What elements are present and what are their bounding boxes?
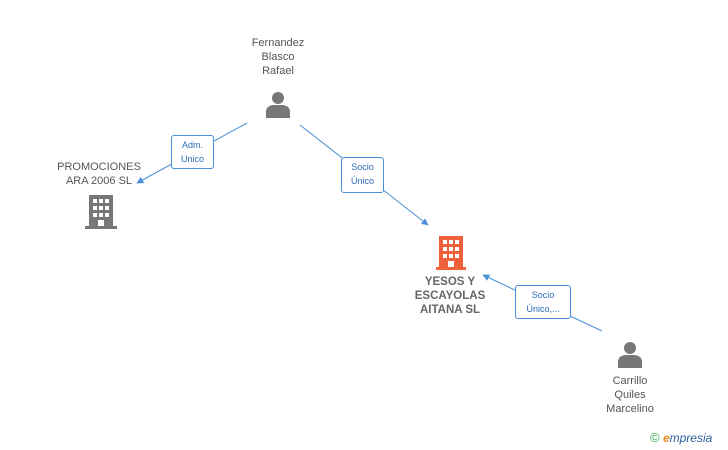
building-icon[interactable]	[85, 195, 117, 229]
person-icon[interactable]	[264, 90, 292, 118]
node-promociones-label: PROMOCIONES ARA 2006 SL	[57, 161, 141, 187]
node-yesos-label: YESOS Y ESCAYOLAS AITANA SL	[414, 276, 486, 316]
copyright-symbol: ©	[650, 430, 660, 445]
node-fernandez-label: Fernandez Blasco Rafael	[251, 37, 305, 77]
node-carrillo-label: Carrillo Quiles Marcelino	[606, 375, 654, 415]
building-main-icon[interactable]	[436, 236, 466, 270]
brand-e: e	[662, 431, 670, 445]
edge-label-adm[interactable]: Adm. Unico	[171, 135, 214, 169]
edge-label-socio2[interactable]: Socio Único,...	[515, 285, 571, 319]
node-promociones[interactable]: PROMOCIONES ARA 2006 SL	[52, 160, 146, 188]
edge-label-socio1[interactable]: Socio Único	[341, 157, 384, 193]
node-fernandez[interactable]: Fernandez Blasco Rafael	[236, 36, 320, 78]
node-yesos[interactable]: YESOS Y ESCAYOLAS AITANA SL	[400, 275, 500, 317]
person-icon[interactable]	[616, 340, 644, 368]
node-carrillo[interactable]: Carrillo Quiles Marcelino	[590, 374, 670, 416]
empresia-watermark: © empresia	[650, 430, 712, 445]
brand-rest: mpresia	[669, 431, 713, 445]
